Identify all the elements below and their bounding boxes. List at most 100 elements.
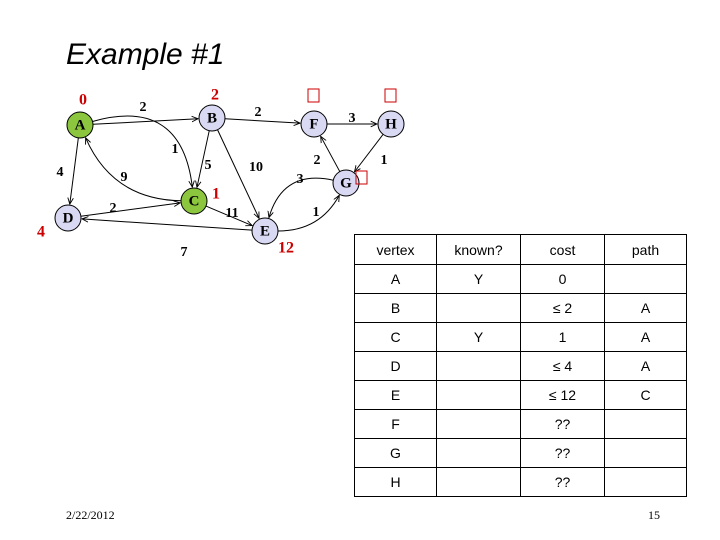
edge-h-g bbox=[354, 134, 384, 172]
node-circle bbox=[332, 169, 360, 197]
cell-vertex: B bbox=[354, 293, 437, 323]
node-circle bbox=[180, 187, 208, 215]
edge-a-d bbox=[70, 137, 79, 204]
edge-weight-e-d: 7 bbox=[181, 245, 188, 260]
cell-path: A bbox=[604, 322, 687, 352]
edge-weight-b-c: 5 bbox=[205, 158, 212, 173]
cell-cost: ?? bbox=[520, 438, 605, 468]
edge-d-c bbox=[80, 203, 180, 217]
cell-cost: ?? bbox=[520, 409, 605, 439]
node-circle bbox=[251, 217, 279, 245]
node-label: G bbox=[340, 175, 352, 191]
header-known: known? bbox=[436, 234, 521, 265]
table-row: H?? bbox=[354, 467, 687, 497]
edge-weight-g-e: 3 bbox=[297, 172, 304, 187]
cell-known bbox=[436, 380, 521, 410]
edge-weight-c-e: 11 bbox=[225, 206, 238, 221]
slide-title: Example #1 bbox=[66, 38, 225, 71]
cell-vertex: G bbox=[354, 438, 437, 468]
edge-weight-c-a: 9 bbox=[121, 170, 128, 185]
cost-annotation-a: 0 bbox=[79, 92, 87, 109]
cell-cost: 1 bbox=[520, 322, 605, 352]
unknown-cost-marker bbox=[384, 88, 397, 103]
edge-weight-d-c: 2 bbox=[110, 201, 117, 216]
header-vertex: vertex bbox=[354, 234, 437, 265]
node-circle bbox=[66, 111, 94, 139]
cell-path bbox=[604, 467, 687, 497]
cell-path bbox=[604, 438, 687, 468]
cell-known bbox=[436, 467, 521, 497]
edge-a-c bbox=[92, 115, 193, 187]
cell-known bbox=[436, 438, 521, 468]
edge-g-e bbox=[269, 177, 334, 217]
edge-b-e bbox=[217, 129, 260, 219]
cell-vertex: E bbox=[354, 380, 437, 410]
edge-weight-g-f: 2 bbox=[314, 153, 321, 168]
edge-b-c bbox=[197, 130, 210, 188]
node-f: F bbox=[300, 110, 328, 138]
cell-cost: ?? bbox=[520, 467, 605, 497]
header-path: path bbox=[604, 234, 687, 265]
table-row: G?? bbox=[354, 438, 687, 468]
node-label: D bbox=[63, 210, 74, 226]
edge-weight-a-b: 2 bbox=[140, 100, 147, 115]
node-circle bbox=[377, 110, 405, 138]
node-label: F bbox=[309, 116, 318, 132]
cell-known bbox=[436, 351, 521, 381]
cell-path: A bbox=[604, 293, 687, 323]
cell-path bbox=[604, 264, 687, 294]
cell-path: C bbox=[604, 380, 687, 410]
edge-c-e bbox=[205, 205, 252, 225]
edge-weight-h-g: 1 bbox=[381, 153, 388, 168]
edge-b-f bbox=[224, 118, 300, 123]
cell-known: Y bbox=[436, 264, 521, 294]
node-h: H bbox=[377, 110, 405, 138]
node-d: D bbox=[54, 204, 82, 232]
cell-vertex: H bbox=[354, 467, 437, 497]
cell-vertex: D bbox=[354, 351, 437, 381]
cell-vertex: C bbox=[354, 322, 437, 352]
cell-known bbox=[436, 409, 521, 439]
unknown-cost-marker bbox=[355, 170, 368, 185]
cell-known bbox=[436, 293, 521, 323]
node-label: E bbox=[260, 223, 270, 239]
node-c: C bbox=[180, 187, 208, 215]
cell-cost: ≤ 4 bbox=[520, 351, 605, 381]
cost-annotation-c: 1 bbox=[212, 186, 220, 203]
cell-known: Y bbox=[436, 322, 521, 352]
cost-annotation-b: 2 bbox=[211, 87, 219, 104]
table-row: F?? bbox=[354, 409, 687, 439]
node-circle bbox=[54, 204, 82, 232]
page-number: 15 bbox=[648, 508, 660, 522]
edge-e-d bbox=[82, 219, 253, 231]
edge-c-a bbox=[86, 138, 182, 202]
cell-cost: ≤ 12 bbox=[520, 380, 605, 410]
cost-annotation-e: 12 bbox=[278, 240, 294, 257]
table-header-row: vertex known? cost path bbox=[354, 234, 687, 265]
cell-path: A bbox=[604, 351, 687, 381]
edge-weight-a-c: 1 bbox=[172, 142, 179, 157]
node-label: H bbox=[385, 116, 397, 132]
edge-a-b bbox=[92, 119, 198, 125]
edge-e-g bbox=[277, 195, 339, 232]
edge-weight-a-d: 4 bbox=[57, 165, 64, 180]
node-g: G bbox=[332, 169, 360, 197]
node-a: A bbox=[66, 111, 94, 139]
cell-vertex: F bbox=[354, 409, 437, 439]
header-cost: cost bbox=[520, 234, 605, 265]
node-label: A bbox=[75, 117, 86, 133]
edge-weight-f-h: 3 bbox=[349, 111, 356, 126]
edge-weight-b-f: 2 bbox=[255, 105, 262, 120]
edge-weight-b-e: 10 bbox=[249, 160, 263, 175]
node-circle bbox=[300, 110, 328, 138]
cell-path bbox=[604, 409, 687, 439]
node-e: E bbox=[251, 217, 279, 245]
cell-cost: 0 bbox=[520, 264, 605, 294]
node-label: C bbox=[189, 193, 200, 209]
